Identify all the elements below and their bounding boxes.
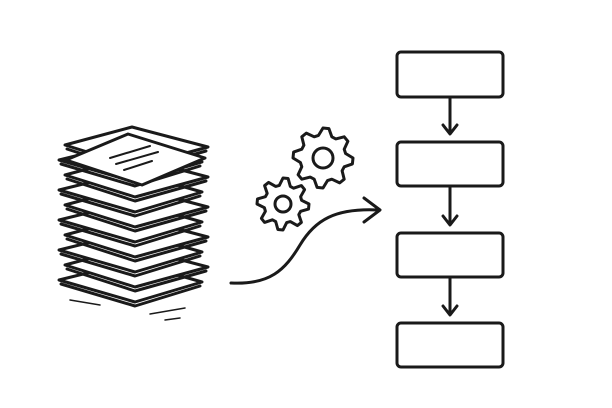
flow-step-2 xyxy=(395,140,505,188)
flowchart xyxy=(395,50,505,369)
paper-edge xyxy=(65,237,208,263)
text-line xyxy=(109,145,151,159)
paper-edge xyxy=(59,162,202,188)
paper-edge xyxy=(65,177,208,203)
flow-arrow-3 xyxy=(441,276,459,317)
ground-scribble xyxy=(164,317,181,321)
gears-icon xyxy=(255,126,355,232)
gear-outline xyxy=(255,176,311,232)
text-line xyxy=(123,160,153,171)
paper-edge xyxy=(59,192,202,218)
paper-edge xyxy=(65,267,208,293)
flow-step-4 xyxy=(395,321,505,369)
paper-edge xyxy=(59,222,202,248)
paper-edge xyxy=(65,207,208,233)
ground-scribble xyxy=(149,307,186,315)
flow-step-1 xyxy=(395,50,505,99)
flow-step-3 xyxy=(395,231,505,279)
large-gear-icon xyxy=(291,126,355,190)
flow-arrow-2 xyxy=(441,185,459,227)
flow-arrow-1 xyxy=(441,96,459,136)
gear-outline xyxy=(291,126,355,190)
curved-arrow-icon xyxy=(229,196,382,285)
paper-edge xyxy=(59,282,202,308)
ground-scribble xyxy=(69,299,101,306)
text-line xyxy=(115,151,159,165)
document-stack-icon xyxy=(57,125,210,321)
paper-edge xyxy=(59,252,202,278)
gear-hole xyxy=(311,146,335,170)
small-gear-icon xyxy=(255,176,311,232)
top-paper-sheet xyxy=(64,132,207,187)
gear-hole xyxy=(273,194,293,214)
